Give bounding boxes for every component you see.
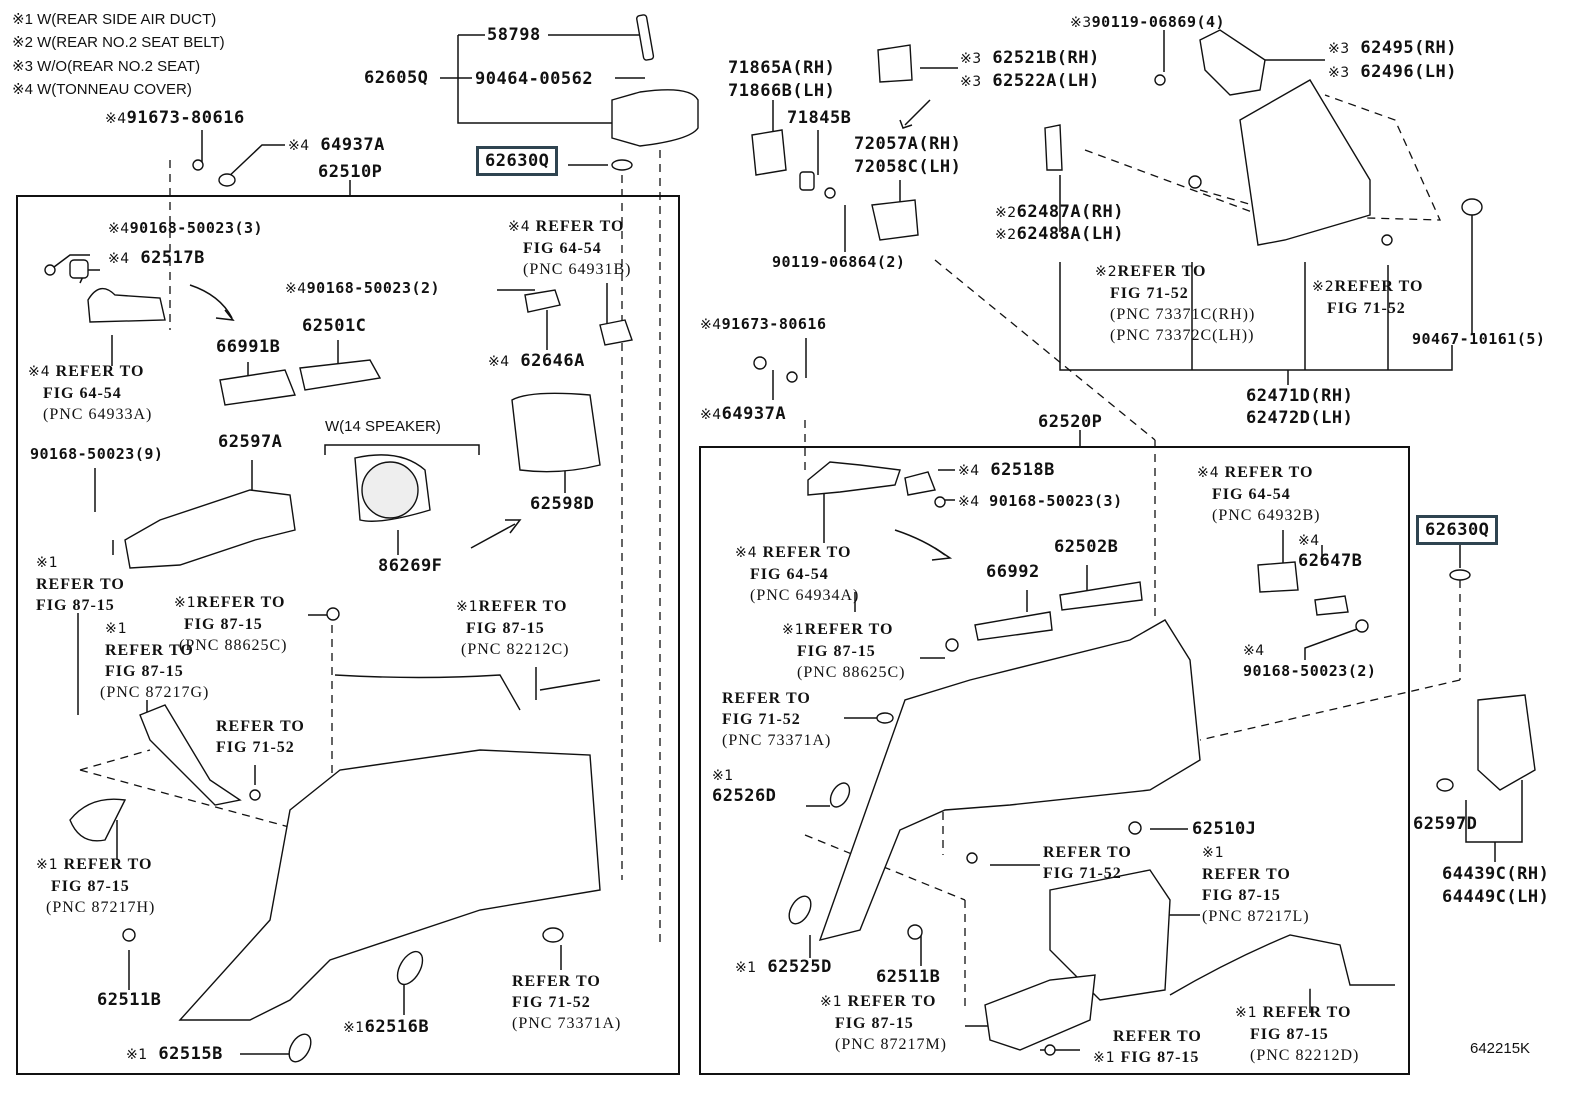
part-label-62487a-rh[interactable]: ※262487A(RH)	[995, 202, 1124, 222]
refer-fig-71-52-top-right[interactable]: ※2REFER TO FIG 71-52	[1312, 278, 1424, 317]
refer-fig-71-52-pnc-73371a-left[interactable]: REFER TO FIG 71-52 (PNC 73371A)	[512, 973, 622, 1032]
part-label-90168-50023-3[interactable]: ※490168-50023(3)	[108, 219, 264, 237]
part-label-64449c-lh[interactable]: 64449C(LH)	[1442, 887, 1550, 907]
refer-fig-87-15-pnc-82212c[interactable]: ※1REFER TO FIG 87-15 (PNC 82212C)	[456, 598, 570, 658]
refer-fig-87-15-pnc-82212d[interactable]: ※1 REFER TO FIG 87-15 (PNC 82212D)	[1235, 1004, 1360, 1064]
refer-fig-64-54-pnc-64932b[interactable]: ※4 REFER TO FIG 64-54 (PNC 64932B)	[1197, 464, 1321, 524]
leader-62605q-bracket	[457, 35, 612, 124]
trim-panel-left-shape	[178, 749, 601, 1021]
speaker-group-label: W(14 SPEAKER)	[325, 418, 441, 435]
part-label-66992[interactable]: 66992	[986, 562, 1040, 582]
part-label-71866b-lh[interactable]: 71866B(LH)	[728, 81, 836, 101]
refer-fig-64-54-pnc-64933a[interactable]: ※4 REFER TO FIG 64-54 (PNC 64933A)	[28, 363, 153, 423]
part-label-62496-lh[interactable]: ※3 62496(LH)	[1328, 62, 1458, 82]
part-label-62597a[interactable]: 62597A	[218, 432, 283, 452]
part-label-72058c-lh[interactable]: 72058C(LH)	[854, 157, 962, 177]
part-label-62511b-left[interactable]: 62511B	[97, 990, 162, 1010]
refer-fig-71-52-left[interactable]: REFER TO FIG 71-52	[216, 718, 305, 756]
refer-fig-87-15-pnc-87217m[interactable]: ※1 REFER TO FIG 87-15 (PNC 87217M)	[820, 993, 948, 1053]
part-label-62597d[interactable]: 62597D	[1413, 814, 1478, 834]
refer-fig-87-15-pnc-88625c-right[interactable]: ※1REFER TO FIG 87-15 (PNC 88625C)	[782, 621, 906, 681]
refer-fig-87-15-pnc-87217g[interactable]: ※1 REFER TO FIG 87-15 (PNC 87217G)	[100, 621, 210, 701]
part-label-62488a-lh[interactable]: ※262488A(LH)	[995, 224, 1124, 244]
part-label-90119-06864[interactable]: 90119-06864(2)	[772, 253, 906, 271]
part-label-72057a-rh[interactable]: 72057A(RH)	[854, 134, 962, 154]
part-label-62598d[interactable]: 62598D	[530, 494, 595, 514]
refer-fig-87-15-pnc-87217l[interactable]: ※1 REFER TO FIG 87-15 (PNC 87217L)	[1202, 845, 1310, 925]
part-label-91673-80616[interactable]: ※491673-80616	[105, 108, 245, 128]
legend-item-3: ※3 W/O(REAR NO.2 SEAT)	[12, 58, 201, 75]
part-label-62502b[interactable]: 62502B	[1054, 537, 1119, 557]
part-label-62472d-lh[interactable]: 62472D(LH)	[1246, 408, 1354, 428]
refer-fig-87-15-pnc-87217h[interactable]: ※1 REFER TO FIG 87-15 (PNC 87217H)	[36, 856, 156, 916]
part-label-90467-10161[interactable]: 90467-10161(5)	[1412, 330, 1546, 348]
part-label-90168-50023-9[interactable]: 90168-50023(9)	[30, 445, 164, 463]
highlighted-part-62630q[interactable]: 62630Q	[476, 146, 559, 176]
part-label-62521b-rh[interactable]: ※3 62521B(RH)	[960, 48, 1100, 68]
trim-panel-right-shape	[818, 619, 1201, 941]
part-label-62495-rh[interactable]: ※3 62495(RH)	[1328, 38, 1458, 58]
refer-fig-71-52-right[interactable]: REFER TO FIG 71-52	[1043, 844, 1132, 882]
part-label-58798[interactable]: 58798	[487, 25, 541, 45]
legend-item-1: ※1 W(REAR SIDE AIR DUCT)	[12, 11, 217, 28]
part-label-71865a-rh[interactable]: 71865A(RH)	[728, 58, 836, 78]
part-label-62605q[interactable]: 62605Q	[364, 68, 429, 88]
refer-fig-87-15-b[interactable]: REFER TO ※1 FIG 87-15	[1093, 1028, 1202, 1066]
part-label-64439c-rh[interactable]: 64439C(RH)	[1442, 864, 1550, 884]
part-label-62515b[interactable]: ※1 62515B	[126, 1044, 223, 1064]
refer-fig-87-15-pnc-88625c-left[interactable]: ※1REFER TO FIG 87-15 (PNC 88625C)	[174, 594, 288, 654]
refer-fig-71-52-pnc-73371a-right[interactable]: REFER TO FIG 71-52 (PNC 73371A)	[722, 690, 832, 749]
refer-fig-71-52-pnc-73371c[interactable]: ※2REFER TO FIG 71-52 (PNC 73371C(RH)) (P…	[1095, 263, 1256, 344]
highlighted-part-62630q-right[interactable]: 62630Q	[1416, 515, 1499, 545]
part-label-90119-06869[interactable]: ※390119-06869(4)	[1070, 13, 1226, 31]
part-label-90168-50023-3-right[interactable]: ※4 90168-50023(3)	[958, 492, 1123, 510]
part-label-91673-80616-right[interactable]: ※491673-80616	[700, 315, 827, 333]
left-assembly-frame	[16, 195, 680, 1075]
part-label-62510j[interactable]: 62510J	[1192, 819, 1257, 839]
part-label-71845b[interactable]: 71845B	[787, 108, 852, 128]
assembly-label-62520p[interactable]: 62520P	[1038, 412, 1103, 432]
part-label-62511b-right[interactable]: 62511B	[876, 967, 941, 987]
part-label-62501c[interactable]: 62501C	[302, 316, 367, 336]
trim-panel-upper-shape	[1239, 79, 1371, 246]
part-label-62522a-lh[interactable]: ※3 62522A(LH)	[960, 71, 1100, 91]
part-label-64937a[interactable]: ※4 64937A	[288, 135, 385, 155]
part-label-62516b[interactable]: ※162516B	[343, 1017, 430, 1037]
part-label-90168-50023-2[interactable]: ※490168-50023(2)	[285, 279, 441, 297]
part-label-62646a[interactable]: ※4 62646A	[488, 351, 585, 371]
part-label-62518b[interactable]: ※4 62518B	[958, 460, 1055, 480]
part-62605q-shape	[611, 89, 699, 147]
assembly-label-62510p[interactable]: 62510P	[318, 162, 383, 182]
refer-fig-87-15-a[interactable]: ※1 REFER TO FIG 87-15	[36, 555, 125, 614]
legend-item-4: ※4 W(TONNEAU COVER)	[12, 81, 192, 98]
part-label-62471d-rh[interactable]: 62471D(RH)	[1246, 386, 1354, 406]
part-label-62517b[interactable]: ※4 62517B	[108, 248, 205, 268]
part-label-62525d[interactable]: ※1 62525D	[735, 957, 832, 977]
figure-number: 642215K	[1470, 1040, 1531, 1057]
part-label-64937a-right[interactable]: ※464937A	[700, 404, 787, 424]
refer-fig-64-54-pnc-64931b[interactable]: ※4 REFER TO FIG 64-54 (PNC 64931B)	[508, 218, 632, 278]
part-label-90464-00562[interactable]: 90464-00562	[475, 69, 594, 89]
right-assembly-frame	[699, 446, 1410, 1075]
part-label-66991b[interactable]: 66991B	[216, 337, 281, 357]
refer-fig-64-54-pnc-64934a[interactable]: ※4 REFER TO FIG 64-54 (PNC 64934A)	[735, 544, 860, 604]
legend-item-2: ※2 W(REAR NO.2 SEAT BELT)	[12, 34, 225, 51]
part-label-86269f[interactable]: 86269F	[378, 556, 443, 576]
